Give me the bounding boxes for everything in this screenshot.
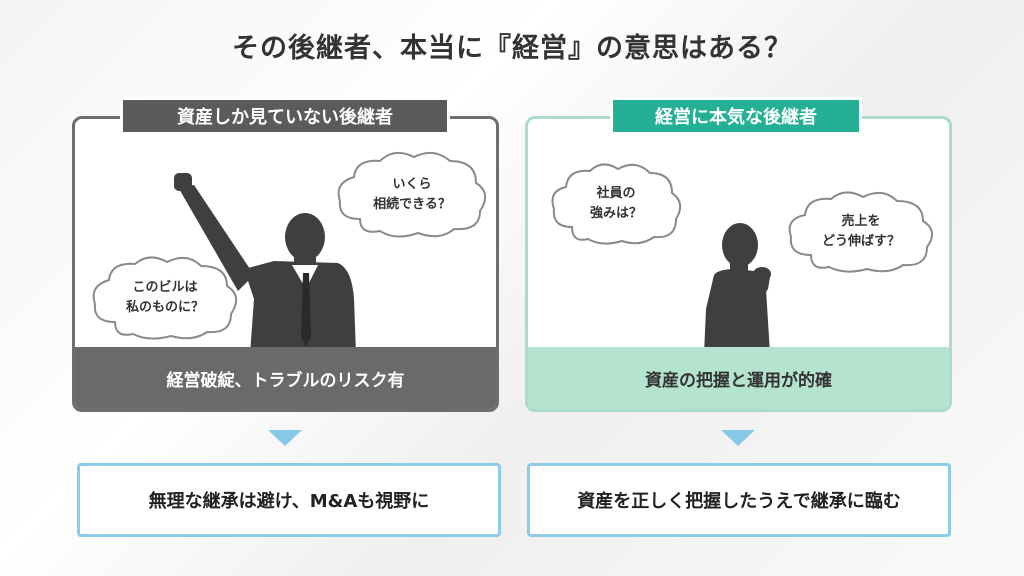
- thought-cloud-icon: [92, 256, 238, 340]
- bubble-line: 売上を: [841, 214, 881, 229]
- result-box-left: 無理な継承は避け、M&Aも視野に: [77, 463, 501, 537]
- bubble-line: 社員の: [596, 186, 636, 201]
- panel-tag-asset-focused: 資産しか見ていない後継者: [120, 97, 450, 135]
- panel-footer-asset-management: 資産の把握と運用が的確: [528, 347, 949, 409]
- bubble-line: 強みは？: [589, 206, 642, 221]
- bubble-line: 私のものに？: [125, 300, 204, 315]
- result-box-right: 資産を正しく把握したうえで継承に臨む: [527, 463, 951, 537]
- page-title: その後継者、本当に『経営』の意思はある？: [232, 33, 792, 64]
- panel-asset-focused-successor: いくら 相続できる？ このビルは 私のものに？ 経営破綻、トラブルのリスク有: [72, 116, 499, 412]
- bubble-line: このビルは: [132, 280, 198, 295]
- bubble-line: 相続できる？: [373, 197, 451, 212]
- bubble-line: どう伸ばす？: [821, 234, 900, 249]
- thought-cloud-icon: [551, 163, 682, 245]
- down-arrow-icon: [268, 430, 302, 446]
- thought-bubble-sales: 売上を どう伸ばす？: [783, 189, 939, 275]
- thought-bubble-inheritance: いくら 相続できる？: [330, 149, 494, 241]
- thought-cloud-icon: [788, 191, 934, 273]
- thought-bubble-strengths: 社員の 強みは？: [546, 161, 686, 247]
- man-thinking-icon: [704, 223, 771, 354]
- thought-cloud-icon: [337, 151, 487, 238]
- thought-bubble-building: このビルは 私のものに？: [87, 254, 243, 342]
- bubble-line: いくら: [392, 177, 432, 192]
- panel-business-focused-successor: 社員の 強みは？ 売上を どう伸ばす？ 資産の把握と運用が的確: [525, 116, 952, 412]
- panel-tag-business-focused: 経営に本気な後継者: [610, 97, 862, 135]
- panel-footer-risk: 経営破綻、トラブルのリスク有: [75, 347, 496, 409]
- man-raising-fist-icon: [174, 173, 356, 354]
- down-arrow-icon: [721, 430, 755, 446]
